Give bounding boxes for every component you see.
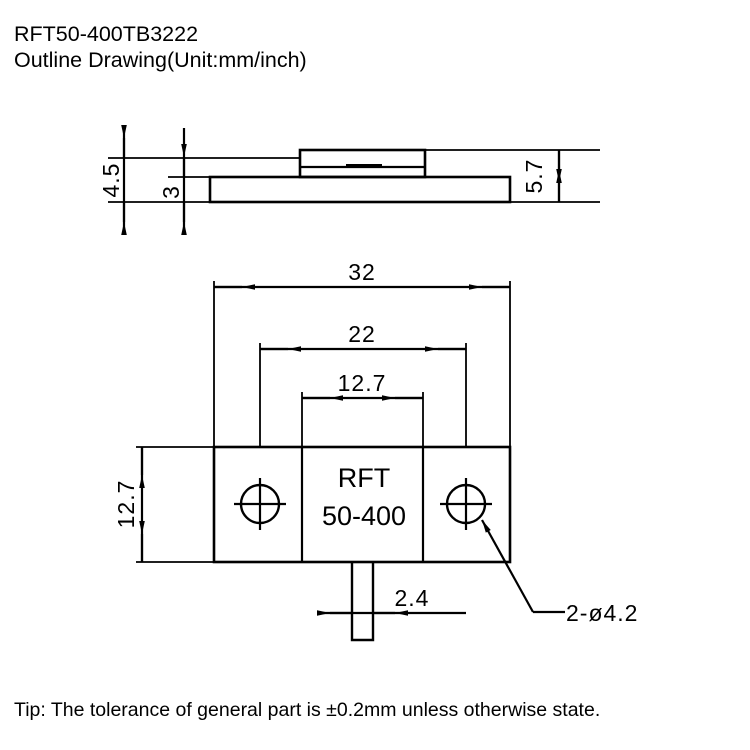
dim-22-label: 22 bbox=[348, 321, 376, 347]
dim-12-7-v-label: 12.7 bbox=[113, 480, 139, 529]
dim-4-5-label: 4.5 bbox=[98, 163, 124, 198]
dim-4-5-group: 4.5 bbox=[98, 125, 127, 235]
dim-12-7-h-label: 12.7 bbox=[338, 370, 387, 396]
dim-3-group: 3 bbox=[158, 128, 187, 235]
dim-2-4-label: 2.4 bbox=[395, 585, 430, 611]
dim-22-group: 22 bbox=[259, 321, 467, 447]
dim-3-label: 3 bbox=[158, 185, 184, 199]
dim-5-7-label: 5.7 bbox=[521, 159, 547, 194]
side-view-tab-mark bbox=[346, 164, 382, 168]
front-view-group: RFT 50-400 32 22 bbox=[113, 259, 638, 642]
dim-5-7-group: 5.7 bbox=[521, 150, 562, 202]
page-subtitle: Outline Drawing(Unit:mm/inch) bbox=[14, 48, 307, 72]
mounting-hole-right bbox=[440, 478, 492, 530]
dim-2-4-group: 2.4 bbox=[317, 585, 466, 616]
callout-holes-group: 2-ø4.2 bbox=[481, 519, 638, 626]
side-view-raised-tab bbox=[298, 148, 427, 179]
callout-holes-leader-diagonal bbox=[481, 519, 534, 613]
dim-32-label: 32 bbox=[348, 259, 376, 285]
callout-holes-label: 2-ø4.2 bbox=[566, 600, 638, 626]
page-title: RFT50-400TB3222 bbox=[14, 22, 199, 46]
front-view-body bbox=[212, 445, 512, 564]
mounting-hole-left bbox=[234, 478, 286, 530]
tolerance-tip-note: Tip: The tolerance of general part is ±0… bbox=[14, 699, 601, 721]
dim-12-7-v-group: 12.7 bbox=[113, 446, 214, 563]
front-view-pin bbox=[350, 562, 375, 642]
side-view-base-plate bbox=[208, 175, 512, 204]
dim-32-group: 32 bbox=[213, 259, 511, 447]
part-label-line2: 50-400 bbox=[322, 501, 406, 531]
side-view-group: 4.5 3 5.7 bbox=[98, 125, 600, 235]
dim-12-7-h-group: 12.7 bbox=[301, 370, 424, 447]
part-label-line1: RFT bbox=[338, 463, 390, 493]
